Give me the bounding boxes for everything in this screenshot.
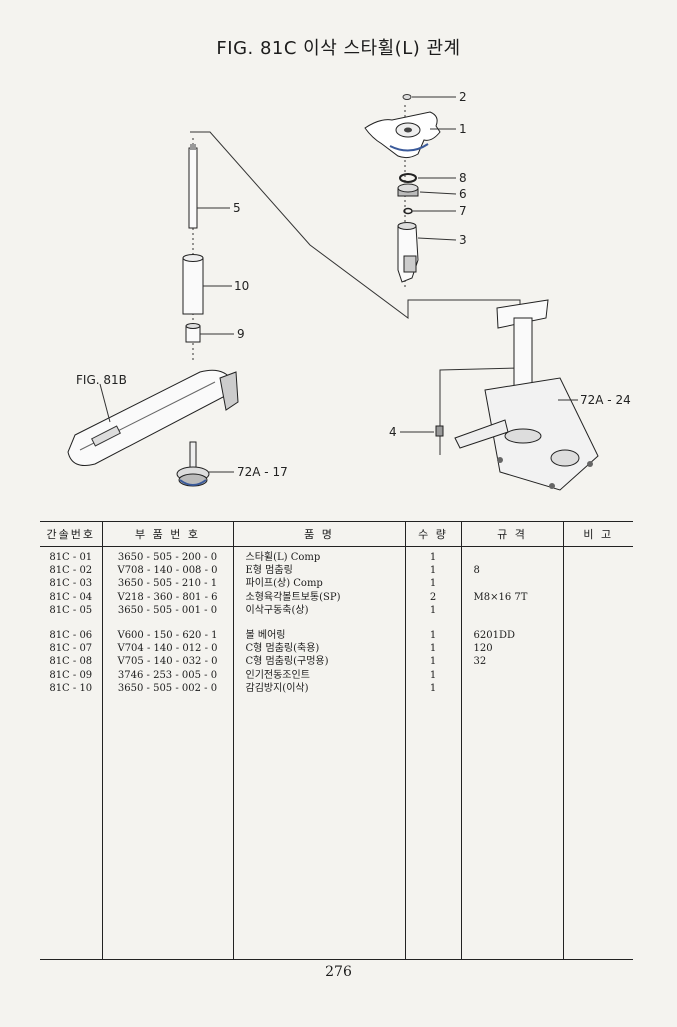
cell-part-name: 볼 베어링 [245,629,286,641]
callout-fig-81b: FIG. 81B [76,373,127,387]
cell-quantity: 1 [429,682,437,694]
part-72a-24-gearbox [454,299,599,491]
cell-part-number: V708 - 140 - 008 - 0 [117,565,218,577]
cell-part-number: 3650 - 505 - 210 - 1 [117,578,218,590]
cell-part-name: 감김방지(이삭) [245,682,309,694]
callout-9: 9 [237,327,245,341]
page-title: FIG. 81C 이삭 스타휠(L) 관계 [216,38,461,59]
cell-part-name: C형 멈춤링(축용) [245,643,320,655]
page-number: 276 [325,964,352,980]
header-remarks: 비 고 [562,521,633,547]
header-part-number: 부 품 번 호 [101,521,233,547]
cell-part-name: 스타휠(L) Comp [245,552,321,563]
cell-quantity: 1 [429,629,437,641]
cell-no: 81C - 02 [49,565,93,577]
cell-no: 81C - 01 [49,552,93,563]
cell-no: 81C - 03 [49,578,93,590]
cell-spec: 32 [473,656,487,668]
parts-exploded-diagram: 2 1 8 6 7 3 5 10 9 4 72A - 24 72A - 17 F… [0,60,677,520]
header-spec: 규 격 [460,521,563,547]
part-5-shaft [188,144,198,229]
cell-part-name: 인기전동조인트 [245,669,310,681]
cell-part-number: 3650 - 505 - 002 - 0 [117,682,218,694]
part-8-ring [399,173,417,183]
cell-spec [474,604,563,617]
leader-line [190,131,521,319]
cell-quantity: 1 [429,604,437,616]
callout-6: 6 [459,187,467,201]
column-part-number: 3650 - 505 - 200 - 0 V708 - 140 - 008 - … [101,546,233,960]
header-quantity: 수 량 [404,521,461,547]
header-part-name: 품 명 [232,521,405,547]
table-header-row: 간솔번호 부 품 번 호 품 명 수 량 규 격 비 고 [40,521,633,547]
column-remarks [562,546,634,960]
diagram-drawing: 2 1 8 6 7 3 5 10 9 4 72A - 24 72A - 17 F… [67,90,631,491]
part-9-joint [185,323,201,343]
part-2-pin [402,94,412,100]
callout-4: 4 [389,425,397,439]
column-index-no: 81C - 01 81C - 02 81C - 03 81C - 04 81C … [40,546,102,960]
cell-part-name: 이삭구동축(상) [245,604,309,616]
cell-part-number: 3650 - 505 - 200 - 0 [117,552,218,563]
cell-quantity: 1 [429,565,437,577]
cell-part-name: C형 멈춤링(구멍용) [245,656,329,668]
cell-spec [474,551,563,564]
cell-no: 81C - 08 [49,656,93,668]
part-3-pipe [397,222,419,283]
callout-5: 5 [233,201,241,215]
cell-part-number: V705 - 140 - 032 - 0 [117,656,218,668]
part-1-star-wheel [364,111,441,159]
cell-part-number: V600 - 150 - 620 - 1 [117,629,218,641]
callout-7: 7 [459,204,467,218]
part-72a-17-gear [176,441,210,487]
column-quantity: 1 1 1 2 1 1 1 1 1 1 [404,546,461,960]
cell-spec: 120 [473,643,493,655]
callout-3: 3 [459,233,467,247]
parts-table: 간솔번호 부 품 번 호 품 명 수 량 규 격 비 고 81C - 01 81… [40,521,633,960]
cell-quantity: 1 [429,656,437,668]
part-6-bearing [397,183,419,197]
cell-spec [474,669,563,682]
callout-1: 1 [459,122,467,136]
cell-no: 81C - 06 [49,629,93,641]
cell-no: 81C - 10 [49,682,93,694]
cell-no: 81C - 04 [49,591,93,603]
cell-part-number: V218 - 360 - 801 - 6 [117,591,218,603]
callout-2: 2 [459,90,467,104]
cell-part-number: 3746 - 253 - 005 - 0 [117,669,218,681]
cell-remarks [576,551,634,564]
cell-no: 81C - 07 [49,643,93,655]
part-10-guard [182,254,204,315]
cell-no: 81C - 09 [49,669,93,681]
cell-part-name: E형 멈춤링 [245,565,293,577]
cell-spec: 6201DD [473,629,515,641]
callout-72a-24: 72A - 24 [580,393,631,407]
column-part-name: 스타휠(L) Comp E형 멈춤링 파이프(상) Comp 소형육각볼트보통(… [232,546,405,960]
column-spec: 8 M8×16 7T 6201DD 120 32 [460,546,563,960]
callout-8: 8 [459,171,467,185]
header-index-no: 간솔번호 [40,521,102,547]
cell-quantity: 1 [429,669,437,681]
cell-no: 81C - 05 [49,604,93,616]
callout-10: 10 [234,279,249,293]
fig-81b-frame [67,369,239,466]
cell-quantity: 1 [429,643,437,655]
cell-spec [474,682,563,695]
cell-quantity: 1 [429,552,437,563]
part-4-bolt [400,425,444,437]
cell-part-number: V704 - 140 - 012 - 0 [117,643,218,655]
cell-part-name: 파이프(상) Comp [245,578,323,590]
cell-spec: 8 [473,565,480,577]
cell-quantity: 1 [429,578,437,590]
callout-72a-17: 72A - 17 [237,465,288,479]
cell-part-name: 소형육각볼트보통(SP) [245,591,341,603]
cell-quantity: 2 [429,591,437,603]
cell-spec [474,577,563,590]
cell-part-number: 3650 - 505 - 001 - 0 [117,604,218,616]
cell-spec: M8×16 7T [473,591,528,603]
